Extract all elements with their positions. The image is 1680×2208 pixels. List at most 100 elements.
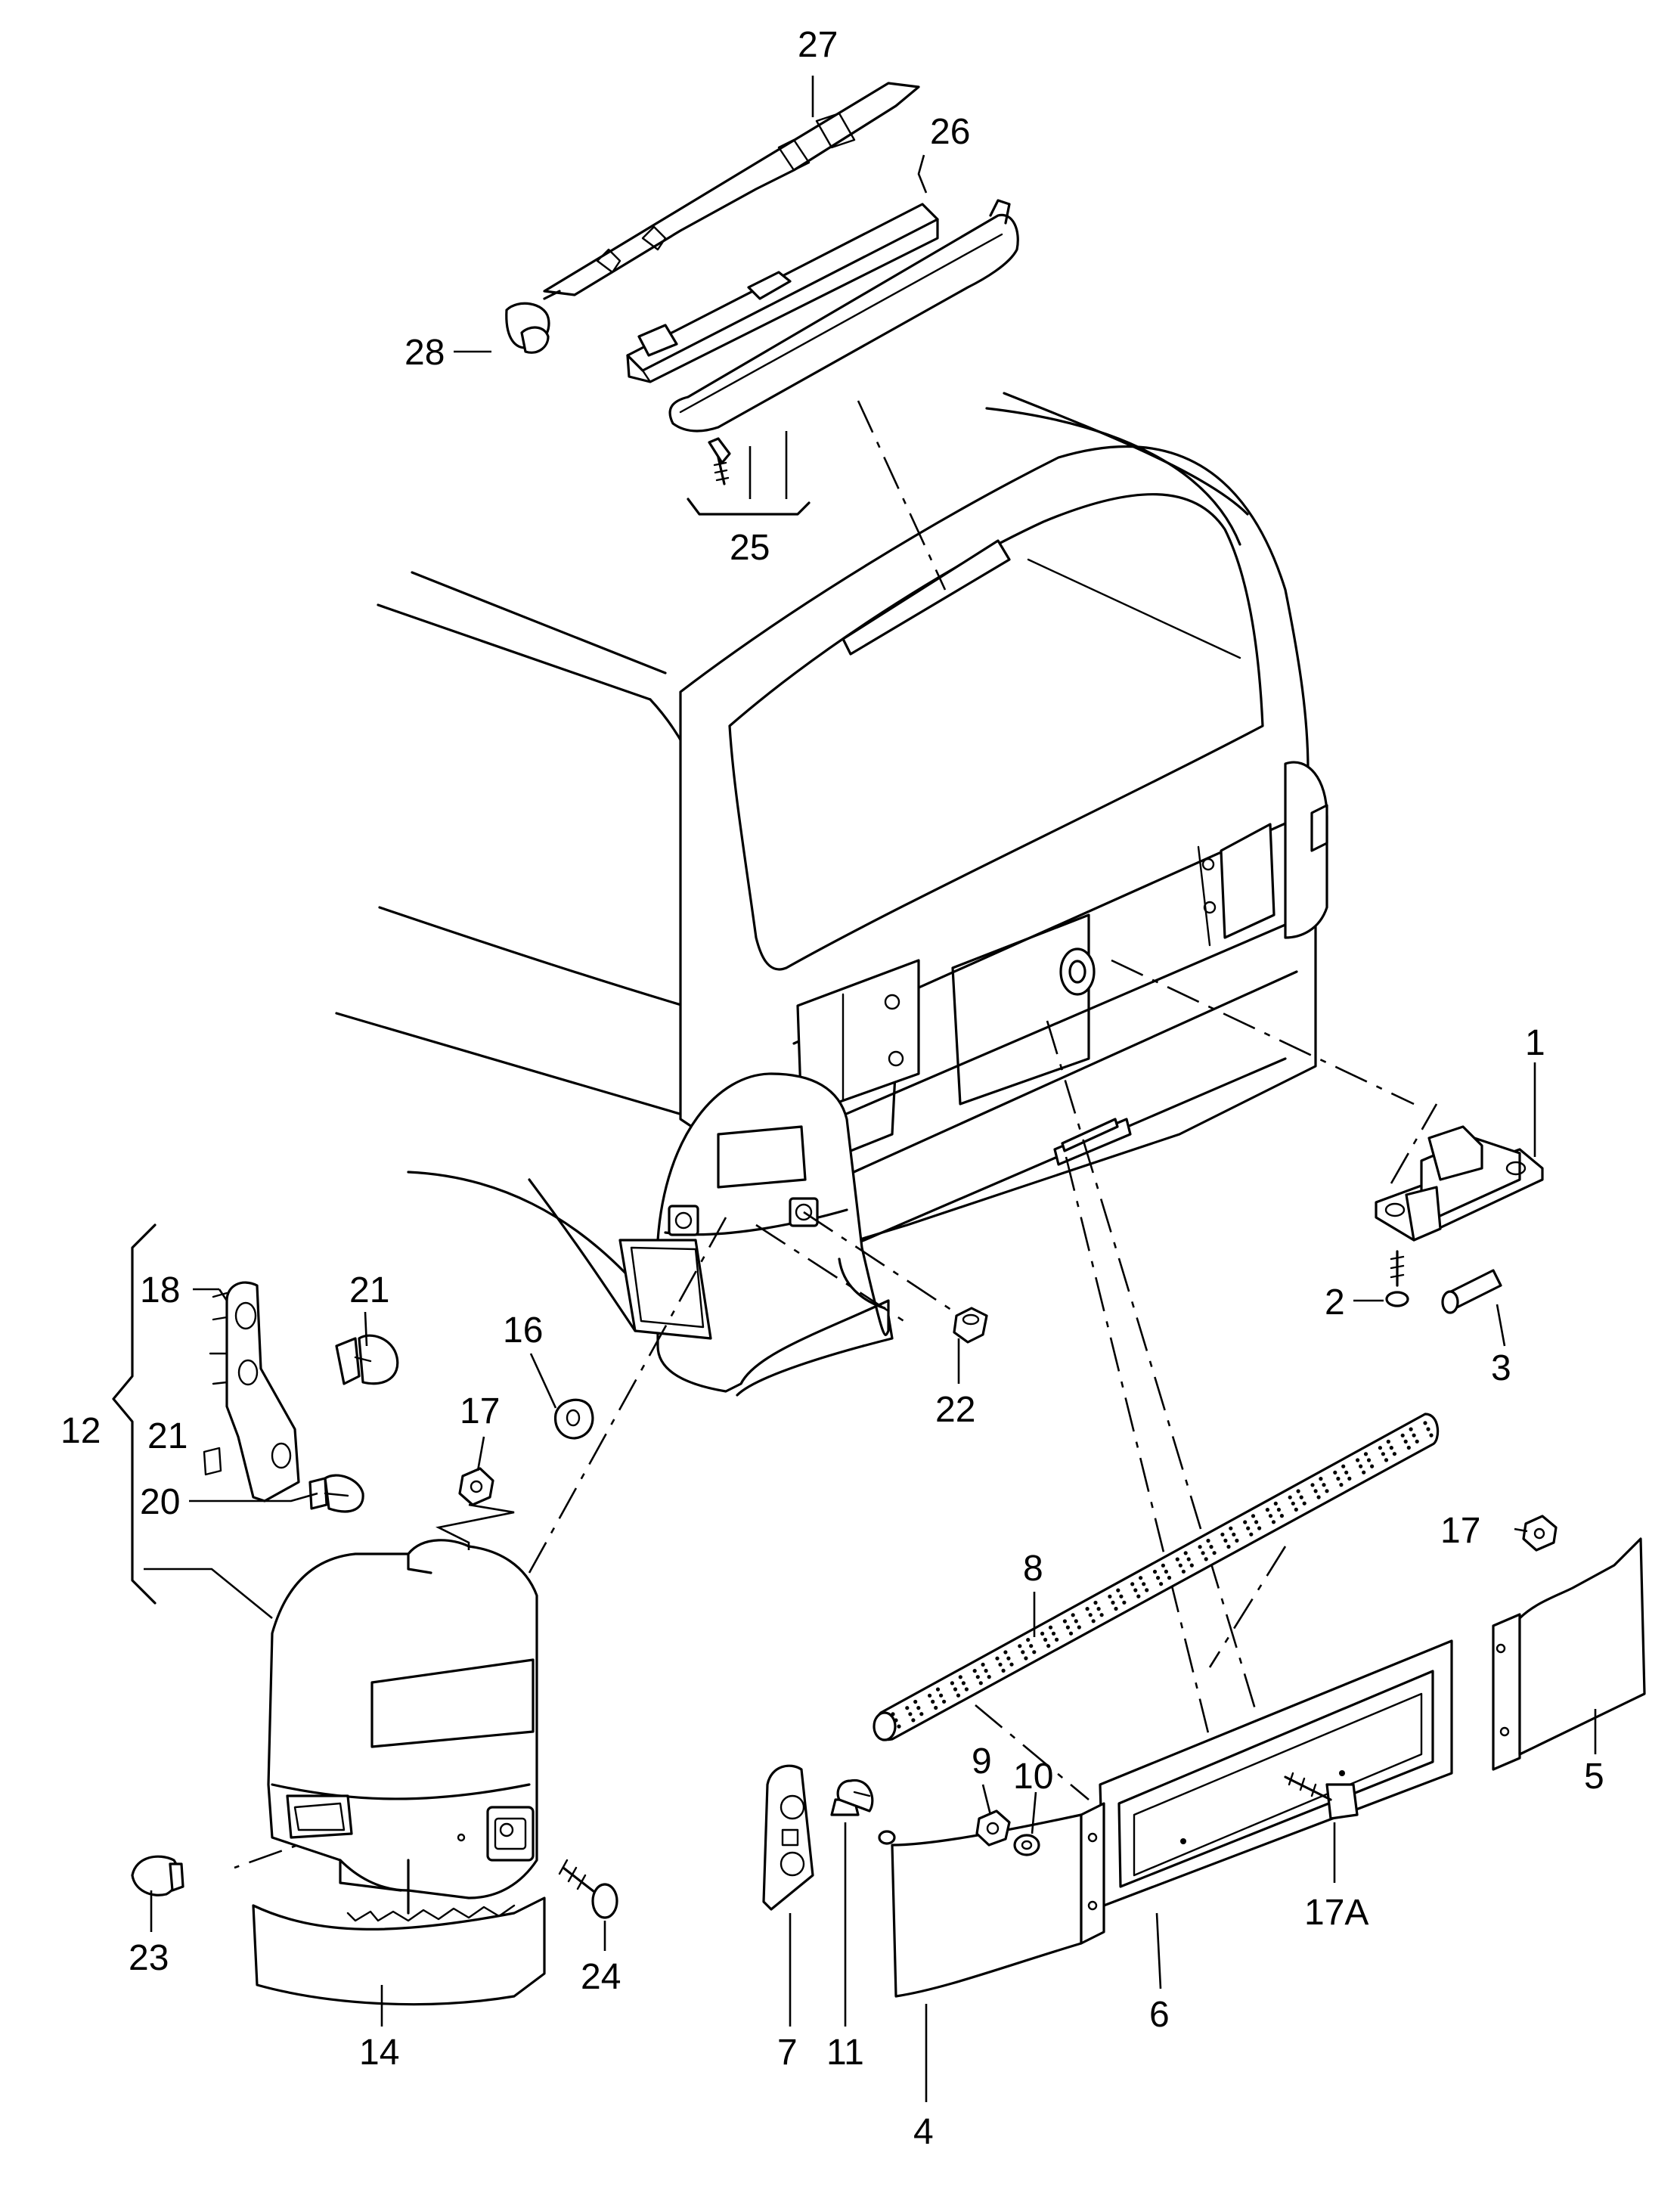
vehicle-rear-body: [335, 392, 1328, 1397]
seal-dot: [1339, 1483, 1344, 1487]
seal-dot: [1145, 1588, 1149, 1592]
seal-dot: [942, 1699, 947, 1704]
seal-dot: [1362, 1470, 1366, 1475]
part-24-screw: [558, 1859, 618, 1919]
callout-16: 16: [503, 1310, 543, 1351]
seal-dot: [1111, 1600, 1115, 1605]
seal-dot: [1133, 1588, 1138, 1592]
seal-dot: [908, 1712, 913, 1716]
seal-dot: [913, 1699, 918, 1704]
seal-dot: [916, 1706, 921, 1710]
assembly-lines: [234, 400, 1438, 1869]
seal-dot: [1313, 1489, 1318, 1493]
part-11-bulb: [830, 1778, 874, 1816]
seal-dot: [1003, 1650, 1008, 1654]
seal-dot: [1403, 1439, 1408, 1444]
seal-dot: [1363, 1452, 1368, 1456]
callout-3: 3: [1491, 1348, 1511, 1388]
seal-dot: [1009, 1662, 1014, 1667]
seal-dot: [1024, 1656, 1028, 1661]
seal-dot: [1159, 1582, 1164, 1586]
seal-dot: [1068, 1631, 1074, 1636]
seal-dot: [1001, 1668, 1006, 1673]
seal-dot: [1381, 1452, 1385, 1456]
seal-dot: [1032, 1650, 1037, 1654]
seal-dot: [891, 1712, 895, 1716]
seal-dot: [1370, 1464, 1375, 1468]
callout-10: 10: [1013, 1757, 1053, 1797]
seal-dot: [1412, 1433, 1416, 1437]
seal-dot: [1114, 1606, 1118, 1611]
seal-dot: [981, 1662, 985, 1667]
callout-21-lower: 21: [147, 1416, 188, 1456]
callout-22: 22: [935, 1390, 975, 1430]
seal-dot: [1096, 1607, 1101, 1611]
callout-12: 12: [60, 1411, 101, 1451]
seal-dot: [1175, 1557, 1179, 1561]
seal-dot: [1273, 1501, 1278, 1506]
seal-dot: [1183, 1551, 1188, 1555]
callout-8: 8: [1023, 1549, 1043, 1589]
seal-dot: [1074, 1619, 1078, 1623]
seal-dot: [1294, 1507, 1298, 1512]
seal-dot: [1254, 1520, 1259, 1524]
bracket-group-25: [687, 498, 811, 516]
seal-dot: [1204, 1557, 1208, 1561]
part-3-bulb: [1441, 1269, 1502, 1314]
callout-17-left: 17: [460, 1391, 500, 1431]
seal-dot: [1026, 1638, 1031, 1642]
seal-dot: [1271, 1520, 1276, 1524]
part-8-seal-strip: [873, 1413, 1440, 1741]
seal-dot: [911, 1718, 916, 1723]
seal-dot: [1209, 1545, 1214, 1549]
seal-dot: [1426, 1427, 1430, 1431]
seal-dot: [1243, 1520, 1248, 1524]
seal-dot: [1378, 1446, 1382, 1450]
part-18-bulb-holder: [203, 1281, 300, 1502]
seal-dot: [1384, 1458, 1389, 1462]
seal-dot: [1310, 1483, 1315, 1487]
part-20-bulb-lower: [308, 1474, 364, 1513]
part-22-clip: [953, 1307, 988, 1344]
callout-23: 23: [129, 1938, 169, 1978]
seal-dot: [1359, 1464, 1363, 1468]
seal-dot: [1347, 1476, 1352, 1481]
seal-dot: [1276, 1507, 1281, 1512]
part-17A-bolt: [1284, 1772, 1359, 1820]
callout-14: 14: [359, 2033, 399, 2073]
seal-dot: [1040, 1631, 1045, 1636]
callout-17-right: 17: [1440, 1511, 1480, 1551]
part-10-washer: [1013, 1834, 1040, 1856]
callout-5: 5: [1584, 1757, 1604, 1797]
seal-dot: [931, 1699, 935, 1704]
seal-dot: [1316, 1495, 1321, 1499]
seal-dot: [1142, 1582, 1146, 1586]
part-1-plate-light: [1375, 1125, 1544, 1242]
seal-dot: [1251, 1514, 1256, 1518]
seal-dot: [1099, 1613, 1104, 1617]
seal-dot: [1136, 1594, 1141, 1599]
seal-dot: [1325, 1489, 1329, 1493]
callout-2: 2: [1325, 1282, 1345, 1323]
seal-dot: [1341, 1464, 1346, 1468]
seal-dot: [1299, 1495, 1303, 1499]
seal-dot: [998, 1662, 1003, 1667]
seal-dot: [939, 1693, 944, 1698]
seal-dot: [1288, 1495, 1292, 1499]
seal-dot: [1108, 1594, 1112, 1599]
seal-dot: [1161, 1563, 1165, 1568]
seal-dot: [1021, 1650, 1025, 1654]
taillight-housing: [267, 1539, 538, 1915]
seal-dot: [1130, 1582, 1135, 1586]
seal-dot: [1164, 1569, 1168, 1574]
callout-25: 25: [730, 528, 770, 568]
callout-labels: 27 26 28 25 1 2 3 8 17 5 9 10 6 17A 7 11…: [60, 25, 1604, 2152]
seal-dot: [1235, 1538, 1239, 1543]
part-6-plate-frame: [1099, 1639, 1453, 1907]
seal-dot: [1139, 1576, 1143, 1580]
callout-4: 4: [913, 2112, 934, 2152]
seal-dot: [1186, 1557, 1191, 1561]
seal-dot: [953, 1687, 958, 1692]
seal-dot: [975, 1675, 980, 1679]
seal-dot: [1181, 1569, 1186, 1574]
